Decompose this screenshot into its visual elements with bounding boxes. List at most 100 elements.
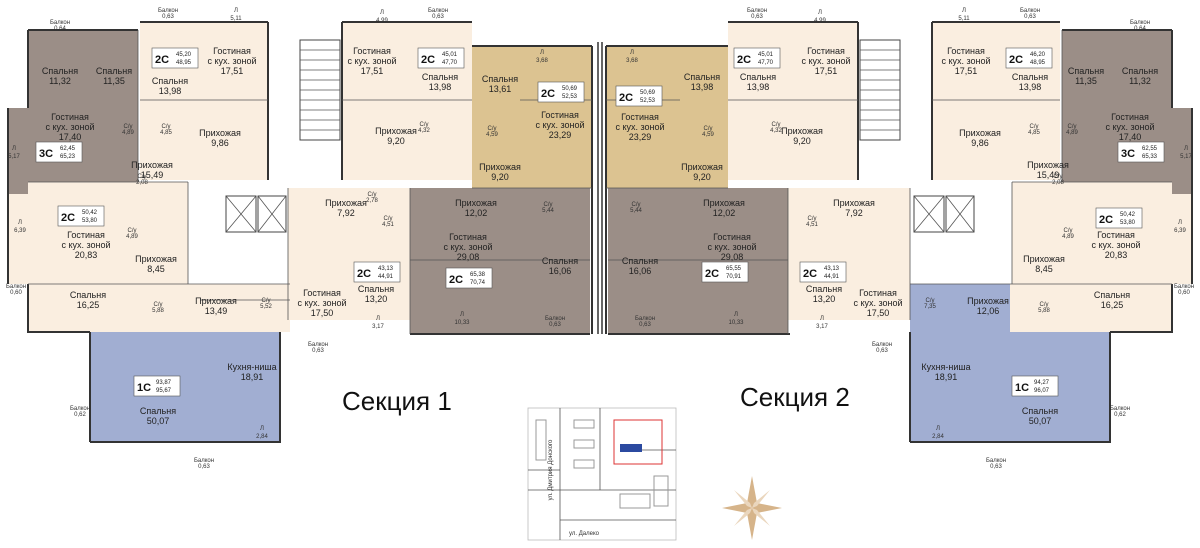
building-location-marker xyxy=(620,444,642,452)
balcony-label: Балкон xyxy=(986,458,1006,464)
apartment-2c-5069-left-block[interactable] xyxy=(472,46,592,188)
apartment-3c-right-wing[interactable] xyxy=(1162,108,1192,194)
svg-text:Прихожая: Прихожая xyxy=(781,126,823,136)
loggia-area: 5,17 xyxy=(8,154,20,160)
apartment-1c-9387-block[interactable] xyxy=(90,332,280,442)
svg-text:16,06: 16,06 xyxy=(549,266,572,276)
apartment-tag-a5[interactable]: 2С 50,42 53,80 xyxy=(57,205,105,227)
loggia-area: 3,68 xyxy=(626,58,638,64)
apartment-tag-b5[interactable]: 2С 65,55 70,91 xyxy=(701,261,749,283)
svg-text:С/у: С/у xyxy=(808,216,817,222)
svg-text:2С: 2С xyxy=(357,268,371,280)
svg-text:17,40: 17,40 xyxy=(1119,132,1142,142)
balcony-area: 0,62 xyxy=(1114,412,1126,418)
apartment-tag-b6[interactable]: 2С 43,13 44,91 xyxy=(799,261,847,283)
apartment-tag-b8[interactable]: 1С 94,27 96,07 xyxy=(1011,375,1059,397)
apartment-tag-a2[interactable]: 2С 45,01 47,70 xyxy=(417,47,465,69)
loggia-label: Л xyxy=(734,312,738,318)
room-labels-left: Спальня 11,32 Спальня 11,35 Спальня 13,9… xyxy=(42,46,585,426)
apartment-2c-4313-right-block[interactable] xyxy=(788,188,910,320)
svg-text:С/у: С/у xyxy=(1030,124,1039,130)
svg-text:44,91: 44,91 xyxy=(824,274,840,280)
loggia-label: Л xyxy=(1178,220,1182,226)
svg-text:Прихожая: Прихожая xyxy=(1027,160,1069,170)
svg-text:13,61: 13,61 xyxy=(489,84,512,94)
svg-text:11,32: 11,32 xyxy=(1129,76,1151,86)
svg-text:с кух. зоной: с кух. зоной xyxy=(853,298,902,308)
svg-text:15,49: 15,49 xyxy=(141,170,164,180)
svg-text:65,55: 65,55 xyxy=(726,266,742,272)
apartment-tag-a8[interactable]: 1С 93,87 95,67 xyxy=(133,375,181,397)
loggia-label: Л xyxy=(936,426,940,432)
svg-text:5,88: 5,88 xyxy=(152,308,164,314)
apartment-1c-9427-main[interactable] xyxy=(910,332,1110,442)
svg-text:52,53: 52,53 xyxy=(562,94,578,100)
svg-text:13,20: 13,20 xyxy=(365,294,388,304)
balcony-label: Балкон xyxy=(747,8,767,14)
loggia-area: 10,33 xyxy=(454,320,470,326)
svg-text:2С: 2С xyxy=(541,88,555,100)
apartment-left-lower-block[interactable] xyxy=(28,284,290,332)
svg-text:Прихожая: Прихожая xyxy=(681,162,723,172)
loggia-area: 3,17 xyxy=(372,324,384,330)
balcony-area: 0,60 xyxy=(10,290,22,296)
svg-text:4,59: 4,59 xyxy=(702,132,714,138)
svg-text:С/у: С/у xyxy=(488,126,497,132)
svg-text:Гостиная: Гостиная xyxy=(713,232,751,242)
svg-text:С/у: С/у xyxy=(1068,124,1077,130)
apartment-tag-b7[interactable]: 2С 50,42 53,80 xyxy=(1095,207,1143,229)
svg-text:4,59: 4,59 xyxy=(486,132,498,138)
svg-text:Гостиная: Гостиная xyxy=(947,46,985,56)
balcony-label: Балкон xyxy=(428,8,448,14)
svg-text:3С: 3С xyxy=(1121,148,1135,160)
svg-text:45,20: 45,20 xyxy=(176,52,192,58)
balcony-label: Балкон xyxy=(194,458,214,464)
svg-text:23,29: 23,29 xyxy=(629,132,652,142)
section-2-title: Секция 2 xyxy=(740,382,850,412)
svg-text:С/у: С/у xyxy=(138,174,147,180)
svg-text:13,98: 13,98 xyxy=(159,86,182,96)
apartment-tag-b2[interactable]: 2С 45,01 47,70 xyxy=(733,47,781,69)
balcony-area: 0,63 xyxy=(432,14,444,20)
apartment-2c-5069-right-block[interactable] xyxy=(606,46,728,188)
loggia-area: 5,11 xyxy=(230,16,242,22)
apartment-tag-a7[interactable]: 2С 65,38 70,74 xyxy=(445,267,493,289)
loggia-area: 3,17 xyxy=(816,324,828,330)
loggia-label: Л xyxy=(12,146,16,152)
apartment-2c-5042-left-block[interactable] xyxy=(28,182,188,284)
apartment-tag-b4[interactable]: 3С 62,55 65,33 xyxy=(1117,141,1165,163)
svg-text:45,01: 45,01 xyxy=(758,52,774,58)
apartment-tag-a1[interactable]: 2С 45,20 48,95 xyxy=(151,47,199,69)
apartment-tag-a4[interactable]: 3С 62,45 65,23 xyxy=(35,141,83,163)
loggia-label: Л xyxy=(630,50,634,56)
apartment-3c-left-wing[interactable] xyxy=(8,108,38,194)
apartment-2c-right-loggia xyxy=(1164,194,1192,284)
svg-text:95,67: 95,67 xyxy=(156,388,172,394)
svg-text:9,20: 9,20 xyxy=(793,136,811,146)
svg-text:Спальня: Спальня xyxy=(96,66,132,76)
svg-text:С/у: С/у xyxy=(772,122,781,128)
apartment-tag-a3[interactable]: 2С 50,69 52,53 xyxy=(537,81,585,103)
loggia-area: 6,39 xyxy=(14,228,26,234)
svg-text:5,44: 5,44 xyxy=(542,208,554,214)
apartment-2c-4313-left-block[interactable] xyxy=(288,188,410,320)
apartment-2c-6538-block[interactable] xyxy=(410,188,590,334)
apartment-2c-5042-right-block[interactable] xyxy=(1012,182,1172,284)
apartment-tag-b3[interactable]: 2С 46,20 48,95 xyxy=(1005,47,1053,69)
svg-text:13,98: 13,98 xyxy=(1019,82,1042,92)
apartment-tag-b1[interactable]: 2С 50,69 52,53 xyxy=(615,85,663,107)
apartment-2c-6555-block[interactable] xyxy=(608,188,788,334)
svg-text:Прихожая: Прихожая xyxy=(325,198,367,208)
apartment-tag-a6[interactable]: 2С 43,13 44,91 xyxy=(353,261,401,283)
svg-text:с кух. зоной: с кух. зоной xyxy=(297,298,346,308)
balcony-label: Балкон xyxy=(1130,20,1150,26)
svg-text:С/у: С/у xyxy=(154,302,163,308)
svg-text:53,80: 53,80 xyxy=(82,218,98,224)
svg-text:47,70: 47,70 xyxy=(442,60,458,66)
svg-text:20,83: 20,83 xyxy=(75,250,98,260)
apartment-1c-9427-block[interactable] xyxy=(910,284,1010,332)
svg-text:2,08: 2,08 xyxy=(136,180,148,186)
svg-text:Прихожая: Прихожая xyxy=(967,296,1009,306)
loggia-area: 6,39 xyxy=(1174,228,1186,234)
svg-text:18,91: 18,91 xyxy=(241,372,264,382)
